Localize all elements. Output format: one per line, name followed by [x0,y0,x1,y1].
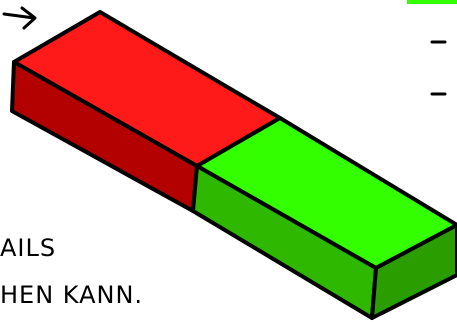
dash-icon [432,42,445,94]
green-marker-highlight [407,0,457,4]
arrow-icon [4,8,35,28]
caption-line-2: HEN KANN. [0,283,143,307]
caption-line-1: AILS [0,236,56,260]
